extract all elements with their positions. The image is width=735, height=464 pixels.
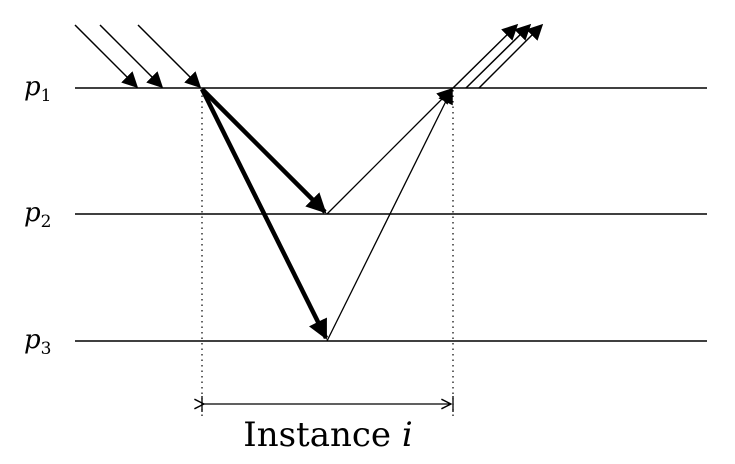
incoming-arrow-2 <box>99 24 164 89</box>
outgoing-arrow-3 <box>478 23 544 89</box>
ascend-arrow-p3 <box>326 87 453 342</box>
instance-caption: Instance i <box>243 415 412 455</box>
level-label-p2: p2 <box>24 198 51 232</box>
level-label-p3: p3 <box>24 325 51 359</box>
descend-arrow-p2 <box>200 87 327 214</box>
ascend-arrow-p2 <box>326 87 454 215</box>
descend-arrow-p3 <box>199 87 329 340</box>
outgoing-arrow-1 <box>452 23 519 89</box>
level-label-p1: p1 <box>24 72 51 106</box>
incoming-arrow-1 <box>74 24 139 89</box>
incoming-arrow-3 <box>137 24 202 89</box>
outgoing-arrow-2 <box>465 23 532 89</box>
